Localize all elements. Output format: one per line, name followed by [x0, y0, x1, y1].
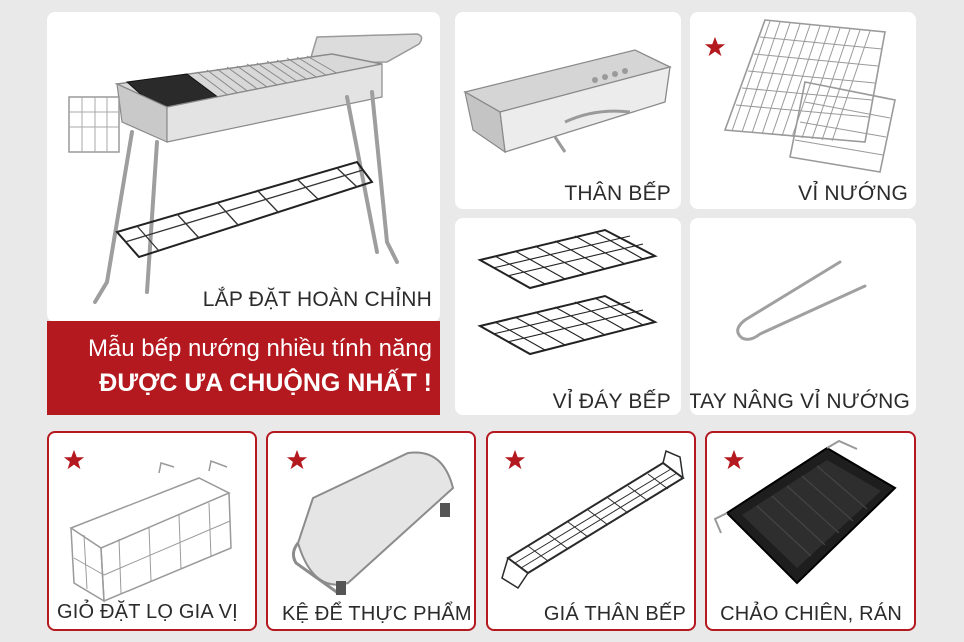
spice-basket-image — [69, 459, 232, 603]
item-label-grate-lifter: TAY NÂNG VỈ NƯỚNG — [690, 390, 910, 413]
item-label-frying-pan: CHẢO CHIÊN, RÁN — [720, 603, 902, 625]
item-label-grill-body: THÂN BẾP — [564, 182, 671, 205]
bottom-grate-image — [477, 228, 658, 356]
item-card-grate-lifter: TAY NÂNG VỈ NƯỚNG — [690, 218, 916, 415]
item-label-grill-grate: VỈ NƯỚNG — [798, 182, 908, 205]
star-icon — [723, 449, 745, 470]
food-shelf-image — [291, 451, 455, 595]
item-label-bottom-grate: VỈ ĐÁY BẾP — [552, 390, 671, 413]
grill-body-image — [463, 49, 672, 154]
item-label-body-rack: GIÁ THÂN BẾP — [543, 603, 686, 625]
item-card-body-rack: GIÁ THÂN BẾP — [486, 431, 696, 631]
promo-banner: Mẫu bếp nướng nhiều tính năng ĐƯỢC ƯA CH… — [47, 321, 440, 415]
grill-grate-image — [723, 19, 896, 173]
star-icon — [63, 449, 85, 470]
item-card-food-shelf: KỆ ĐỂ THỰC PHẨM — [266, 431, 476, 631]
body-rack-image — [501, 449, 685, 590]
item-card-grill-grate: VỈ NƯỚNG — [690, 12, 916, 209]
item-card-bottom-grate: VỈ ĐÁY BẾP — [455, 218, 681, 415]
banner-subtitle: Mẫu bếp nướng nhiều tính năng — [87, 335, 432, 362]
main-product-card: LẮP ĐẶT HOÀN CHỈNH — [47, 12, 440, 322]
item-card-grill-body: THÂN BẾP — [455, 12, 681, 209]
item-card-frying-pan: CHẢO CHIÊN, RÁN — [705, 431, 916, 631]
item-label-food-shelf: KỆ ĐỂ THỰC PHẨM — [282, 603, 472, 625]
star-icon — [504, 449, 526, 470]
star-icon — [704, 36, 726, 57]
grate-lifter-image — [736, 260, 867, 341]
banner-title: ĐƯỢC ƯA CHUỘNG NHẤT ! — [99, 369, 432, 397]
main-product-label: LẮP ĐẶT HOÀN CHỈNH — [202, 288, 432, 311]
item-label-spice-basket: GIỎ ĐẶT LỌ GIA VỊ — [57, 601, 238, 623]
star-icon — [286, 449, 308, 470]
item-card-spice-basket: GIỎ ĐẶT LỌ GIA VỊ — [47, 431, 257, 631]
frying-pan-image — [713, 439, 897, 585]
assembled-grill-image — [68, 33, 423, 304]
